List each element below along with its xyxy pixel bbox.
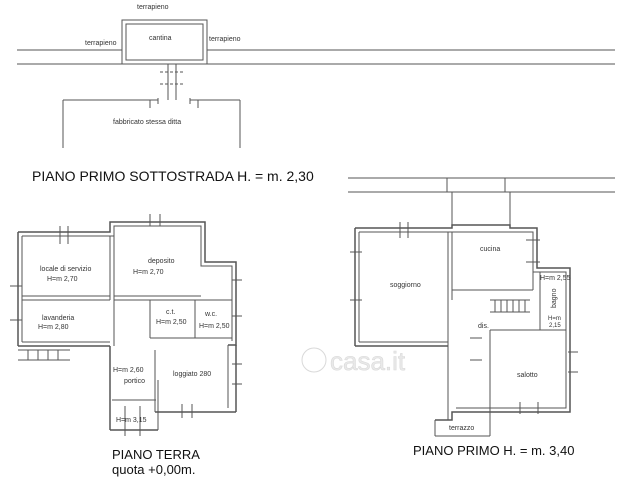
label-h215-a: H=m: [548, 316, 561, 322]
sottostrada-plan: [17, 19, 615, 148]
label-lavanderia: lavanderia: [42, 315, 74, 322]
label-dis: dis.: [478, 323, 489, 330]
label-terrapieno-top: terrapieno: [137, 4, 169, 11]
label-lavanderia-h: H=m 2,80: [38, 324, 69, 331]
label-portico: portico: [124, 378, 145, 385]
label-soggiorno: soggiorno: [390, 282, 421, 289]
label-wc: w.c.: [204, 311, 217, 318]
label-terrazzo: terrazzo: [449, 425, 474, 432]
label-salotto: salotto: [517, 372, 538, 379]
piano-primo-plan: [348, 177, 615, 437]
label-deposito-h: H=m 2,70: [133, 269, 164, 276]
title-sottostrada: PIANO PRIMO SOTTOSTRADA H. = m. 2,30: [32, 168, 314, 184]
watermark-text: casa.it: [330, 346, 406, 376]
piano-terra-plan: [10, 214, 242, 436]
label-cucina: cucina: [480, 246, 500, 253]
label-terrapieno-right: terrapieno: [209, 36, 241, 43]
label-h215-b: 2,15: [549, 323, 561, 329]
label-ct-h: H=m 2,50: [156, 319, 187, 326]
label-terrapieno-left: terrapieno: [85, 40, 117, 47]
label-fabbricato: fabbricato stessa ditta: [113, 119, 181, 126]
title-piano-terra: PIANO TERRA: [112, 447, 200, 462]
label-cantina: cantina: [149, 35, 172, 42]
label-h255: H=m 2,55: [540, 275, 571, 282]
label-loggiato: loggiato 280: [173, 371, 211, 378]
title-piano-primo: PIANO PRIMO H. = m. 3,40: [413, 443, 574, 458]
label-bagno: bagno: [551, 288, 558, 308]
subtitle-piano-terra: quota +0,00m.: [112, 462, 195, 477]
label-wc-h: H=m 2,50: [199, 323, 230, 330]
label-locale-servizio: locale di servizio: [40, 266, 91, 273]
label-deposito: deposito: [148, 258, 175, 265]
casa-it-watermark: casa.it: [300, 346, 406, 376]
label-small-h: H=m 3,15: [116, 417, 147, 424]
label-locale-servizio-h: H=m 2,70: [47, 276, 78, 283]
label-portico-h: H=m 2,60: [113, 367, 144, 374]
label-ct: c.t.: [166, 309, 175, 316]
